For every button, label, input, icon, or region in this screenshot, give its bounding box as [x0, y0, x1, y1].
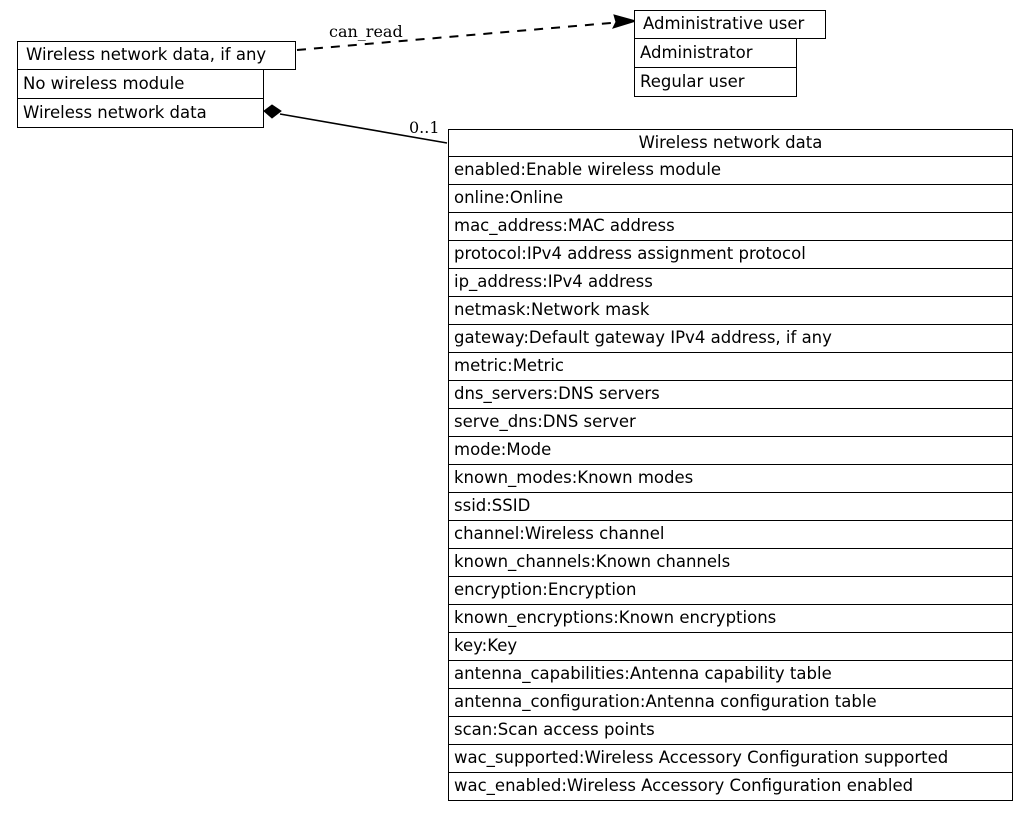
node-attribute: channel:Wireless channel: [448, 521, 1013, 549]
node-attribute: known_modes:Known modes: [448, 465, 1013, 493]
node-member: Administrator: [634, 39, 797, 68]
edge-label-can-read: can_read: [329, 22, 403, 41]
node-attribute: ip_address:IPv4 address: [448, 269, 1013, 297]
node-attribute: netmask:Network mask: [448, 297, 1013, 325]
node-attribute: mode:Mode: [448, 437, 1013, 465]
node-attribute: encryption:Encryption: [448, 577, 1013, 605]
open-arrow-head-icon: [612, 14, 638, 29]
node-attribute: gateway:Default gateway IPv4 address, if…: [448, 325, 1013, 353]
edge-label-multiplicity: 0..1: [409, 118, 440, 137]
node-member: No wireless module: [17, 70, 264, 99]
node-attribute: key:Key: [448, 633, 1013, 661]
node-attribute: known_encryptions:Known encryptions: [448, 605, 1013, 633]
node-attribute: online:Online: [448, 185, 1013, 213]
node-administrative-user[interactable]: Administrative user Administrator Regula…: [634, 10, 826, 97]
node-member: Regular user: [634, 68, 797, 97]
node-attribute: scan:Scan access points: [448, 717, 1013, 745]
node-attribute: enabled:Enable wireless module: [448, 157, 1013, 185]
node-attribute: wac_enabled:Wireless Accessory Configura…: [448, 773, 1013, 801]
node-attribute: mac_address:MAC address: [448, 213, 1013, 241]
node-wireless-network-data[interactable]: Wireless network data enabled:Enable wir…: [448, 129, 1013, 801]
node-attribute: dns_servers:DNS servers: [448, 381, 1013, 409]
node-title: Administrative user: [634, 10, 826, 39]
node-wireless-network-data-if-any[interactable]: Wireless network data, if any No wireles…: [17, 41, 296, 128]
node-attribute: ssid:SSID: [448, 493, 1013, 521]
node-attribute: metric:Metric: [448, 353, 1013, 381]
node-title: Wireless network data: [448, 129, 1013, 157]
node-attribute: antenna_configuration:Antenna configurat…: [448, 689, 1013, 717]
node-attribute: known_channels:Known channels: [448, 549, 1013, 577]
node-member: Wireless network data: [17, 99, 264, 128]
node-attribute: protocol:IPv4 address assignment protoco…: [448, 241, 1013, 269]
node-attribute: antenna_capabilities:Antenna capability …: [448, 661, 1013, 689]
node-attribute: serve_dns:DNS server: [448, 409, 1013, 437]
node-attribute: wac_supported:Wireless Accessory Configu…: [448, 745, 1013, 773]
node-title: Wireless network data, if any: [17, 41, 296, 70]
